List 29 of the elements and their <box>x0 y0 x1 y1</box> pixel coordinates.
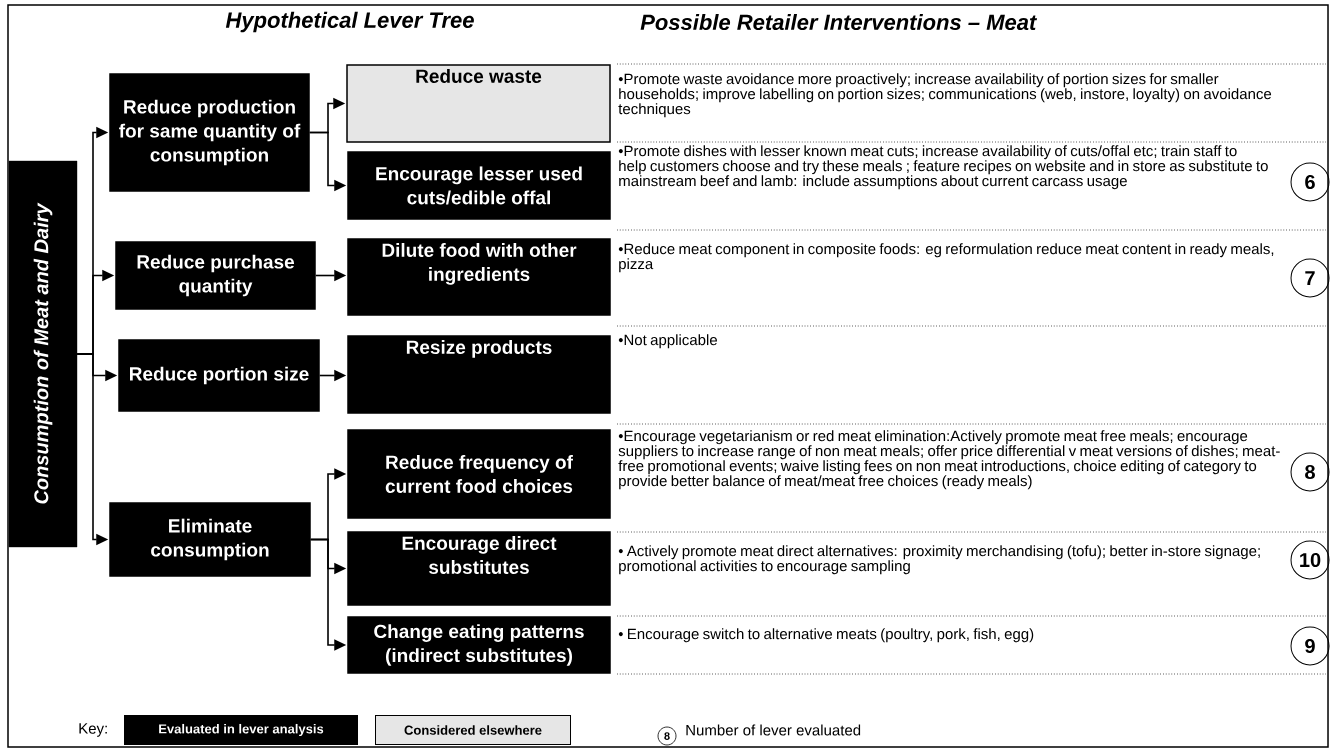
lever-number: 7 <box>1290 258 1330 298</box>
key-label: Key: <box>79 723 107 737</box>
lever-box: Dilute food with other ingredients <box>347 238 611 316</box>
intervention-text: •Promote dishes with lesser known meat cuts; increase availability of cuts/offal etc; train staff to help customers choose and try these meals ; feature recipes on website and in store as substitute to mainstream beef and lamb: include assumptions about current carcass usage <box>618 145 1268 190</box>
lever-box: Reduce waste <box>346 64 611 143</box>
legend-text: Number of lever evaluated <box>686 724 861 736</box>
lever-box: Encourage direct substitutes <box>347 531 611 606</box>
lever-number: 8 <box>657 726 677 746</box>
root-box: Consumption of Meat and Dairy <box>8 160 78 548</box>
lever-number: 9 <box>1290 626 1330 666</box>
lever-box: Change eating patterns (indirect substitutes) <box>347 616 611 674</box>
intervention-text: •Promote waste avoidance more proactively; increase availability of portion sizes for smaller households; improve labelling on portion sizes; communications (web, instore, loyalty) on avoidance techniques <box>618 73 1272 118</box>
heading: Hypothetical Lever Tree <box>225 11 474 33</box>
intervention-text: •Encourage vegetarianism or red meat elimination:Actively promote meat free meals; encourage suppliers to increase range of non meat meals; offer price differential v meat versions of dishes; meat-free promotional events; waive listing fees on non meat introductions, choice editing of category to provide better balance of meat/meat free choices (ready meals) <box>618 430 1280 490</box>
heading: Possible Retailer Interventions – Meat <box>640 13 1038 31</box>
lever-box: Reduce portion size <box>118 339 320 412</box>
lever-box: Encourage lesser used cuts/edible offal <box>347 151 611 220</box>
intervention-text: • Encourage switch to alternative meats (poultry, pork, fish, egg) <box>618 628 1034 643</box>
intervention-text: •Reduce meat component in composite foods: eg reformulation reduce meat content in ready meals, pizza <box>618 243 1274 273</box>
lever-box: Reduce frequency of current food choices <box>347 429 611 519</box>
intervention-text: •Not applicable <box>618 334 717 349</box>
lever-number: 6 <box>1290 162 1330 202</box>
lever-box: Reduce purchase quantity <box>115 241 316 310</box>
lever-box: Resize products <box>347 335 611 414</box>
lever-number: 8 <box>1290 452 1330 492</box>
lever-number: 10 <box>1290 540 1330 580</box>
lever-box: Eliminate consumption <box>109 502 311 577</box>
lever-box: Reduce production for same quantity of consumption <box>109 73 310 192</box>
intervention-text: • Actively promote meat direct alternatives: proximity merchandising (tofu); better in-store signage; promotional activities to encourage sampling <box>618 545 1260 575</box>
